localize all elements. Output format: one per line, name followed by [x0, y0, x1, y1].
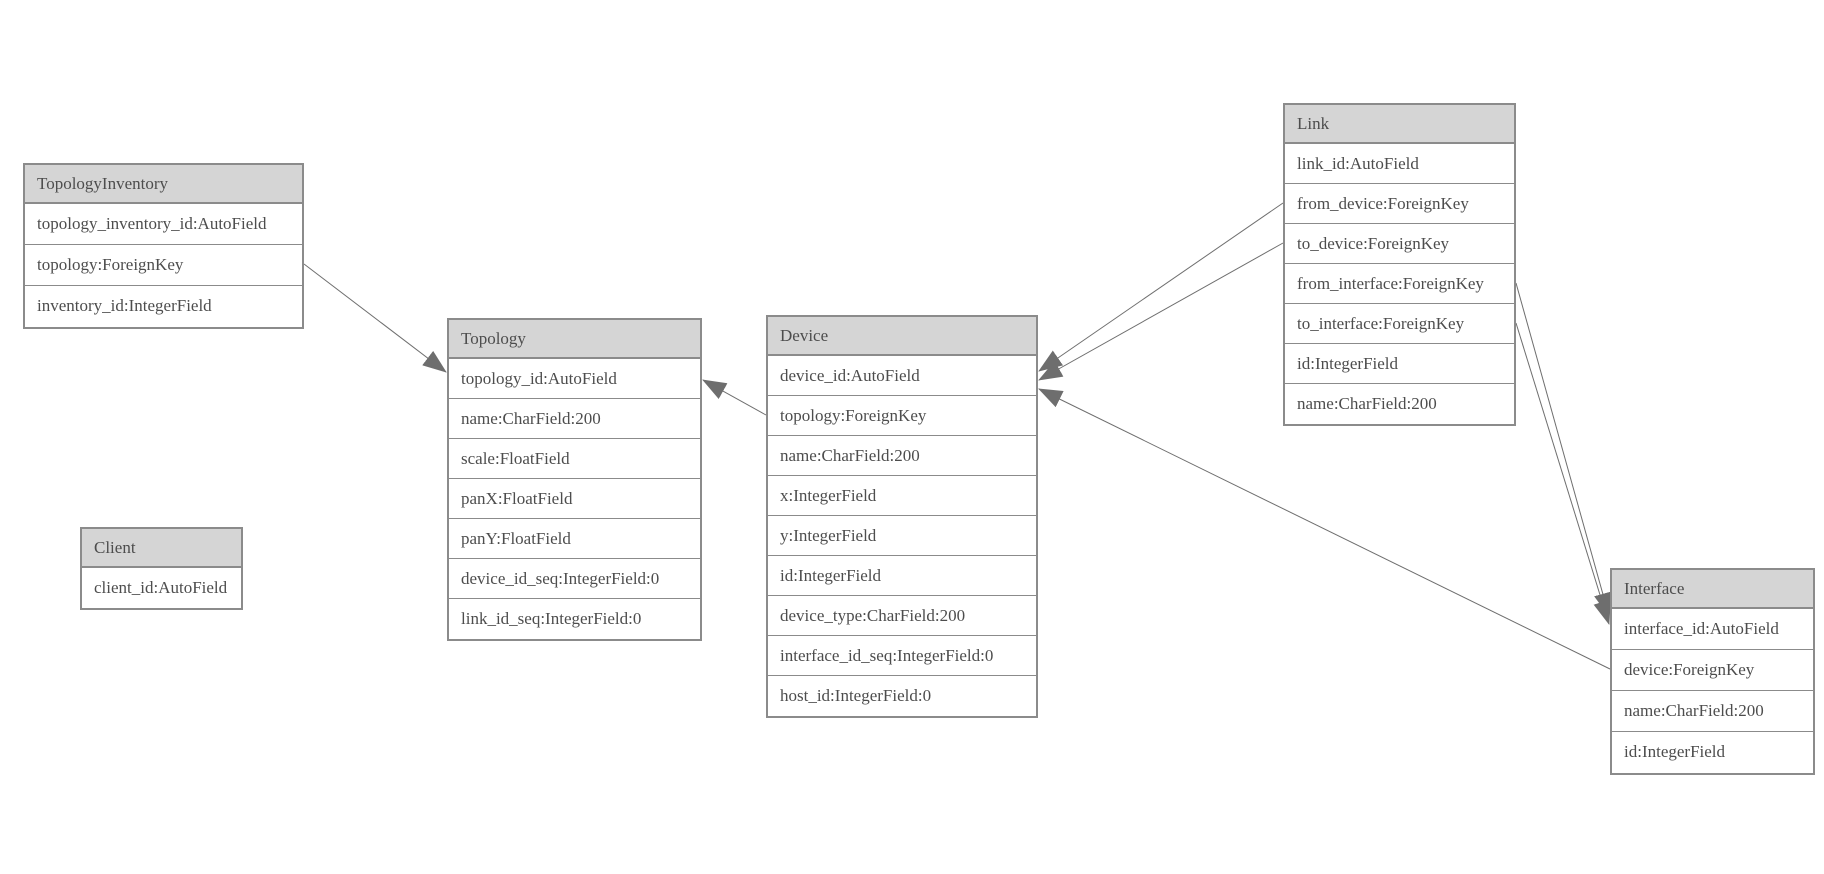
entity-field-row: interface_id_seq:IntegerField:0 — [768, 636, 1036, 676]
entity-field-row: host_id:IntegerField:0 — [768, 676, 1036, 716]
connector-device-topology — [702, 379, 767, 416]
entity-title: Topology — [449, 320, 700, 359]
entity-field-row: to_interface:ForeignKey — [1285, 304, 1514, 344]
entity-field-row: device:ForeignKey — [1612, 650, 1813, 691]
connector-link-fromdevice-device — [1038, 202, 1284, 372]
entity-table-link: Link link_id:AutoField from_device:Forei… — [1283, 103, 1516, 426]
entity-title: Client — [82, 529, 241, 568]
entity-field-row: id:IntegerField — [1285, 344, 1514, 384]
connector-link-todevice-device — [1038, 242, 1284, 381]
entity-field-row: to_device:ForeignKey — [1285, 224, 1514, 264]
entity-field-row: id:IntegerField — [1612, 732, 1813, 773]
entity-table-topology: Topology topology_id:AutoField name:Char… — [447, 318, 702, 641]
entity-table-device: Device device_id:AutoField topology:Fore… — [766, 315, 1038, 718]
entity-table-topologyinventory: TopologyInventory topology_inventory_id:… — [23, 163, 304, 329]
entity-field-row: topology:ForeignKey — [25, 245, 302, 286]
entity-field-row: panY:FloatField — [449, 519, 700, 559]
entity-field-row: device_type:CharField:200 — [768, 596, 1036, 636]
connector-interface-device — [1038, 388, 1611, 670]
entity-field-row: scale:FloatField — [449, 439, 700, 479]
entity-title: Link — [1285, 105, 1514, 144]
entity-field-row: from_interface:ForeignKey — [1285, 264, 1514, 304]
connector-topologyinventory-topology — [303, 263, 447, 373]
entity-table-interface: Interface interface_id:AutoField device:… — [1610, 568, 1815, 775]
entity-field-row: link_id:AutoField — [1285, 144, 1514, 184]
connector-link-tointerface-interface — [1515, 322, 1611, 625]
entity-field-row: id:IntegerField — [768, 556, 1036, 596]
entity-field-row: device_id_seq:IntegerField:0 — [449, 559, 700, 599]
entity-field-row: interface_id:AutoField — [1612, 609, 1813, 650]
entity-field-row: topology_inventory_id:AutoField — [25, 204, 302, 245]
entity-field-row: link_id_seq:IntegerField:0 — [449, 599, 700, 639]
connector-link-frominterface-interface — [1515, 282, 1612, 617]
entity-field-row: x:IntegerField — [768, 476, 1036, 516]
entity-field-row: name:CharField:200 — [768, 436, 1036, 476]
entity-field-row: topology_id:AutoField — [449, 359, 700, 399]
entity-field-row: name:CharField:200 — [1285, 384, 1514, 424]
entity-table-client: Client client_id:AutoField — [80, 527, 243, 610]
entity-title: Device — [768, 317, 1036, 356]
entity-title: Interface — [1612, 570, 1813, 609]
entity-field-row: from_device:ForeignKey — [1285, 184, 1514, 224]
entity-field-row: topology:ForeignKey — [768, 396, 1036, 436]
entity-field-row: panX:FloatField — [449, 479, 700, 519]
entity-field-row: name:CharField:200 — [449, 399, 700, 439]
entity-field-row: name:CharField:200 — [1612, 691, 1813, 732]
entity-field-row: client_id:AutoField — [82, 568, 241, 608]
entity-field-row: device_id:AutoField — [768, 356, 1036, 396]
entity-field-row: y:IntegerField — [768, 516, 1036, 556]
entity-field-row: inventory_id:IntegerField — [25, 286, 302, 327]
entity-title: TopologyInventory — [25, 165, 302, 204]
